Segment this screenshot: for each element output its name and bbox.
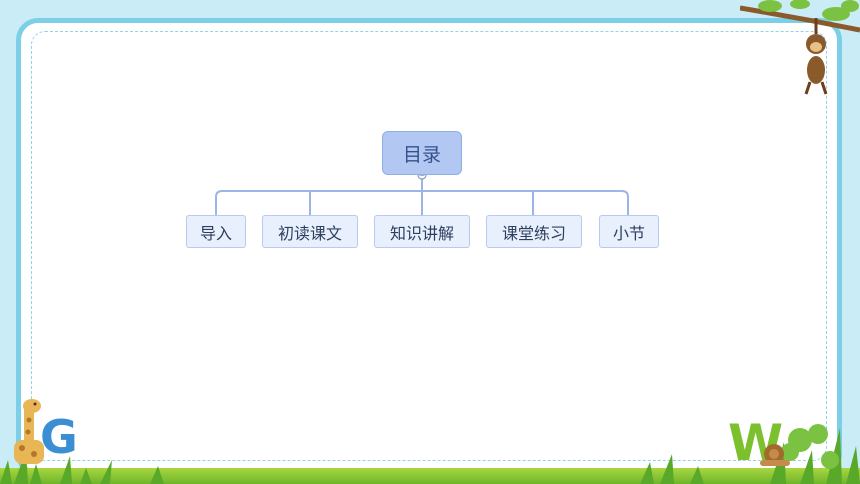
dashed-border bbox=[31, 31, 827, 461]
giraffe-decoration bbox=[14, 399, 44, 464]
child-node-summary[interactable]: 小节 bbox=[599, 215, 659, 248]
child-node-intro[interactable]: 导入 bbox=[186, 215, 246, 248]
child-node-practice[interactable]: 课堂练习 bbox=[486, 215, 582, 248]
root-node[interactable]: 目录 bbox=[382, 131, 462, 175]
monkey-decoration bbox=[740, 0, 860, 95]
root-node-label: 目录 bbox=[402, 143, 441, 166]
snail-decoration bbox=[760, 444, 790, 466]
child-node-label: 导入 bbox=[199, 223, 232, 243]
child-node-label: 初读课文 bbox=[277, 223, 342, 243]
letter-g-decoration: G bbox=[40, 410, 78, 464]
child-node-label: 小节 bbox=[612, 223, 645, 243]
child-node-reading[interactable]: 初读课文 bbox=[262, 215, 358, 248]
child-node-knowledge[interactable]: 知识讲解 bbox=[374, 215, 470, 248]
child-node-label: 课堂练习 bbox=[501, 223, 566, 243]
child-node-label: 知识讲解 bbox=[389, 223, 454, 243]
